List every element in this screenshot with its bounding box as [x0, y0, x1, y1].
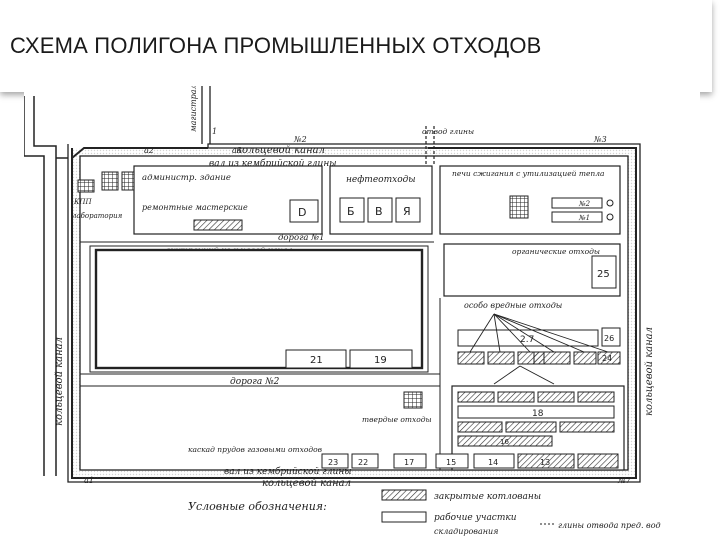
box-Ya: Я — [403, 205, 411, 218]
svg-text:а2: а2 — [144, 146, 154, 155]
landfill-scheme: магистральный канал отвод глины кольцево… — [24, 86, 661, 536]
canal-left-label: кольцевой канал — [54, 337, 65, 426]
furnaces-zone: печи сжигания с утилизацией тепла №2 №1 — [439, 165, 621, 235]
furnaces-label: печи сжигания с утилизацией тепла — [452, 169, 604, 178]
outlet-label: отвод глины — [422, 127, 474, 136]
box-27: 2.7 — [520, 335, 534, 345]
very-harmful-zone: особо вредные отходы 2.7 26 24 — [457, 301, 621, 385]
cascade-row: каскад прудов газовыми отходов 23 22 17 … — [188, 445, 619, 469]
svg-text:№7: №7 — [617, 476, 632, 485]
very-harmful-label: особо вредные отходы — [464, 301, 562, 310]
box-23: 23 — [328, 458, 338, 467]
cascade-label: каскад прудов газовыми отходов — [188, 445, 323, 454]
solid-waste-label: твердые отходы — [362, 415, 432, 424]
box-21: 21 — [310, 355, 323, 366]
svg-text:а1: а1 — [84, 476, 94, 485]
box-B: Б — [347, 205, 355, 218]
outlet — [425, 126, 435, 164]
road2-label: дорога №2 — [230, 377, 280, 387]
box-25: 25 — [597, 269, 610, 280]
main-channel-label: магистральный канал — [189, 86, 198, 132]
legend-outlet: глины отвода пред. вод — [558, 521, 661, 530]
canal-top-label: кольцевой канал — [236, 145, 325, 156]
svg-text:1: 1 — [212, 127, 217, 136]
canal-right-label: кольцевой канал — [644, 327, 655, 416]
shaft-top-label: вал из кембрийской глины — [209, 158, 337, 169]
legend-storage: складирования — [434, 527, 498, 536]
canal-bottom-label: кольцевой канал — [262, 478, 351, 489]
organic-label: органические отходы — [512, 247, 600, 256]
admin-label: администр. здание — [142, 173, 231, 183]
box-13: 13 — [540, 458, 550, 467]
box-24: 24 — [602, 354, 612, 363]
svg-text:№2: №2 — [578, 200, 591, 208]
kpp-label: КПП — [73, 198, 93, 206]
box-14: 14 — [488, 458, 498, 467]
box-17: 17 — [404, 458, 414, 467]
svg-text:№3: №3 — [593, 135, 607, 144]
legend-title: Условные обозначения: — [188, 500, 327, 513]
legend-closed: закрытые котлованы — [434, 492, 541, 502]
box-18: 18 — [532, 409, 544, 419]
repair-label: ремонтные мастерские — [142, 203, 248, 212]
road1-label: дорога №1 — [278, 233, 325, 243]
box-19: 19 — [374, 355, 387, 366]
svg-text:а3: а3 — [232, 146, 242, 155]
scheme-frame: магистральный канал отвод глины кольцево… — [24, 86, 700, 540]
box-22: 22 — [358, 458, 368, 467]
legend-working: рабочие участки — [434, 512, 517, 523]
box-26: 26 — [604, 334, 614, 343]
box-16: 16 — [500, 438, 509, 446]
road-2: дорога №2 — [80, 298, 441, 470]
svg-text:№1: №1 — [578, 214, 590, 222]
box-D: D — [298, 206, 306, 219]
shaft-bottom-label: вал из кембрийской глины — [224, 466, 352, 477]
box-V: В — [375, 205, 383, 218]
slide-title-bar: СХЕМА ПОЛИГОНА ПРОМЫШЛЕННЫХ ОТХОДОВ — [0, 0, 712, 92]
main-channel — [201, 86, 211, 144]
lab-label: лаборатория — [72, 212, 123, 220]
oil-waste-zone: нефтеотходы D Б В Я — [289, 165, 433, 235]
box-15: 15 — [446, 458, 456, 467]
organic-zone: органические отходы 25 — [443, 243, 621, 297]
legend: Условные обозначения: закрытые котлованы… — [188, 489, 661, 536]
oil-waste-label: нефтеотходы — [346, 175, 416, 185]
svg-text:№2: №2 — [293, 135, 307, 144]
main-pit: 21 19 — [89, 245, 429, 373]
approach-road — [24, 96, 68, 476]
slide-title: СХЕМА ПОЛИГОНА ПРОМЫШЛЕННЫХ ОТХОДОВ — [10, 33, 542, 58]
